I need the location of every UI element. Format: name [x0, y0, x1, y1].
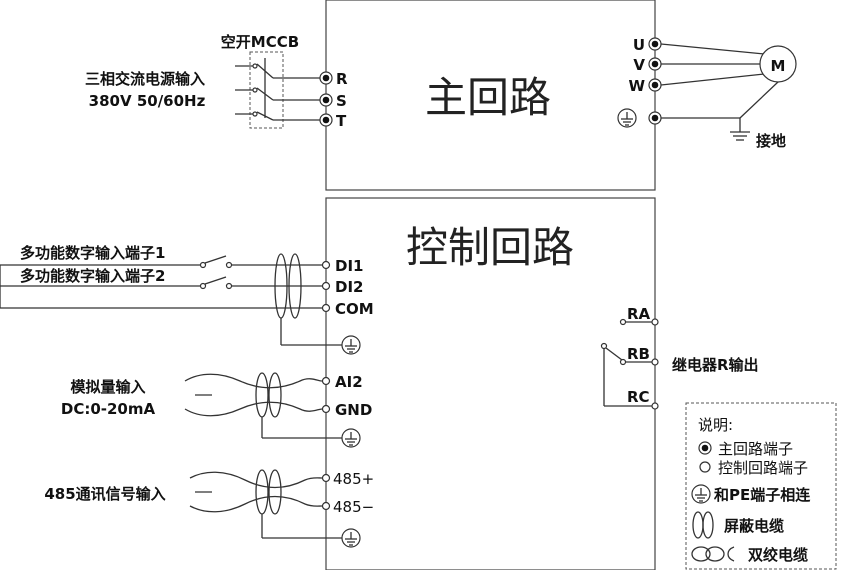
ground-icon [617, 108, 637, 128]
main-circuit-title: 主回路 [425, 73, 551, 122]
terminal-com [321, 303, 331, 313]
terminal-t [319, 113, 333, 127]
legend-item-twisted-pair: 双绞电缆 [748, 546, 808, 564]
terminal-di1 [321, 260, 331, 270]
legend-title: 说明: [698, 416, 733, 434]
relay-output-label: 继电器R输出 [672, 356, 759, 374]
legend-box [685, 402, 837, 570]
main-terminal-icon [698, 441, 712, 455]
terminal-gnd-label: GND [335, 401, 372, 419]
control-circuit-title: 控制回路 [406, 223, 574, 272]
terminal-t-label: T [336, 112, 347, 130]
relay-wiring [600, 318, 652, 407]
terminal-pe [648, 111, 662, 125]
motor-label: M [771, 57, 786, 75]
legend-item-pe: 和PE端子相连 [714, 486, 811, 504]
breaker-label: 空开MCCB [221, 33, 299, 51]
legend-item-control-terminal: 控制回路端子 [718, 459, 808, 477]
digital-input-wiring [0, 253, 342, 346]
terminal-s [319, 93, 333, 107]
digital-input-2-label: 多功能数字输入端子2 [20, 267, 165, 285]
motor-icon [759, 45, 797, 83]
terminal-w [648, 78, 662, 92]
terminal-485-minus-label: 485− [333, 498, 374, 516]
terminal-gnd [321, 404, 331, 414]
analog-input-wiring [184, 372, 342, 439]
terminal-v [648, 57, 662, 71]
terminal-rb-label: RB [627, 345, 650, 363]
terminal-485-plus-label: 485+ [333, 470, 374, 488]
legend-item-shielded-cable: 屏蔽电缆 [724, 517, 784, 535]
terminal-s-label: S [336, 92, 347, 110]
control-terminal-icon [699, 461, 711, 473]
terminal-u-label: U [633, 36, 645, 54]
terminal-u [648, 37, 662, 51]
shielded-cable-icon [692, 511, 714, 539]
power-spec-label: 380V 50/60Hz [89, 92, 206, 110]
terminal-r-label: R [336, 70, 348, 88]
terminal-485-minus [321, 501, 331, 511]
ground-icon [341, 428, 361, 448]
terminal-di1-label: DI1 [335, 257, 363, 275]
terminal-di2-label: DI2 [335, 278, 363, 296]
terminal-r [319, 71, 333, 85]
power-input-label: 三相交流电源输入 [85, 70, 205, 88]
ground-icon [691, 484, 711, 504]
digital-input-1-label: 多功能数字输入端子1 [20, 244, 165, 262]
terminal-com-label: COM [335, 300, 374, 318]
rs485-wiring [189, 469, 342, 539]
terminal-ai2 [321, 376, 331, 386]
legend-item-main-terminal: 主回路端子 [718, 440, 793, 458]
terminal-485-plus [321, 473, 331, 483]
analog-input-label: 模拟量输入 [70, 378, 145, 396]
analog-spec-label: DC:0-20mA [61, 400, 156, 418]
terminal-ra [651, 318, 659, 326]
ground-label: 接地 [756, 132, 786, 150]
terminal-di2 [321, 281, 331, 291]
ground-icon [341, 528, 361, 548]
terminal-rc-label: RC [627, 388, 650, 406]
terminal-rc [651, 402, 659, 410]
terminal-ai2-label: AI2 [335, 373, 363, 391]
terminal-w-label: W [628, 77, 645, 95]
terminal-rb [651, 358, 659, 366]
twisted-pair-icon [691, 546, 735, 562]
mccb-switches [235, 58, 320, 121]
motor-wiring [660, 43, 779, 141]
rs485-input-label: 485通讯信号输入 [44, 485, 165, 503]
terminal-v-label: V [633, 56, 645, 74]
ground-icon [341, 335, 361, 355]
terminal-ra-label: RA [627, 305, 651, 323]
